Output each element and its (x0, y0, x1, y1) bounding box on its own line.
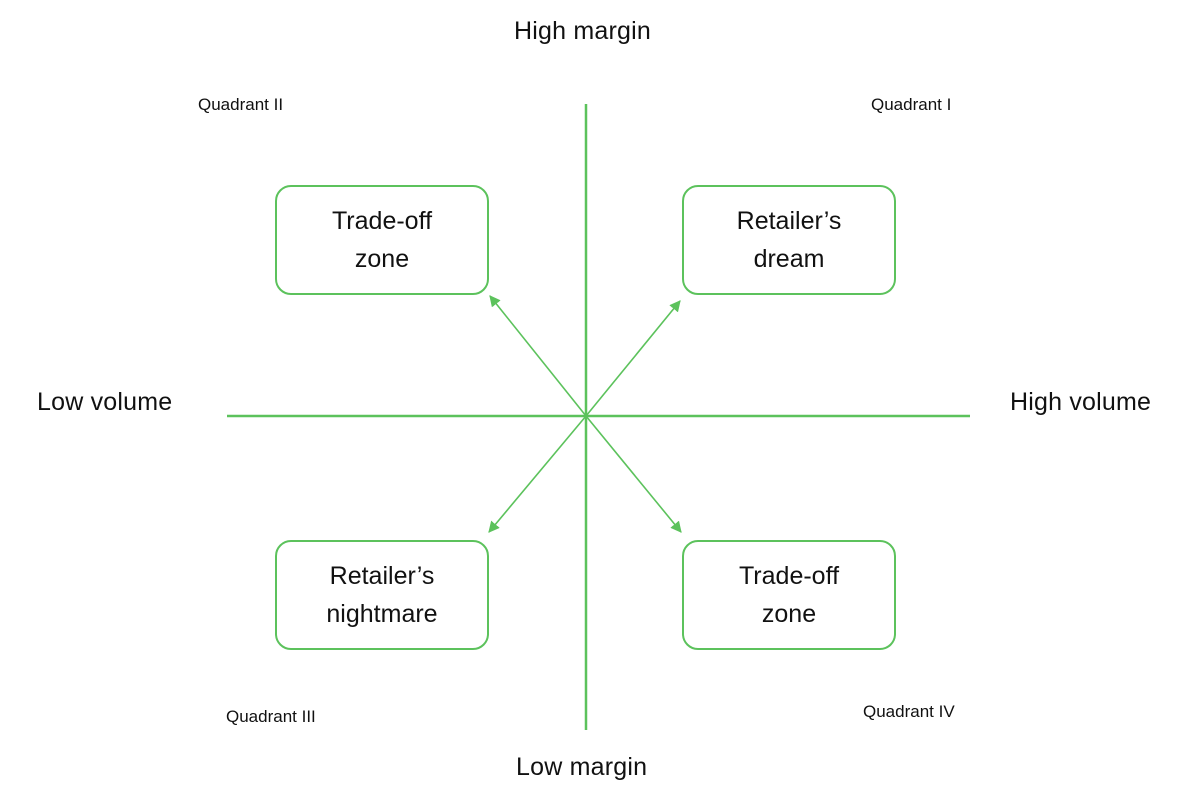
retailers-dream-zone: Retailer’s dream (682, 185, 896, 295)
zone-title: Retailer’s (736, 207, 842, 235)
arrow-to-quadrant-ii (489, 295, 587, 417)
arrow-to-quadrant-i (585, 300, 681, 417)
arrow-to-quadrant-iii (488, 415, 587, 533)
low-margin-label: Low margin (516, 753, 648, 781)
trade-off-zone-quadrant-iv: Trade-off zone (682, 540, 896, 650)
zone-subtitle: zone (354, 245, 410, 273)
low-volume-label: Low volume (37, 388, 173, 416)
zone-title: Retailer’s (329, 562, 435, 590)
zone-title: Trade-off (738, 562, 840, 590)
quadrant-i-label: Quadrant I (871, 95, 952, 114)
retailers-nightmare-zone: Retailer’s nightmare (275, 540, 489, 650)
zone-subtitle: zone (761, 600, 817, 628)
zone-title: Trade-off (331, 207, 433, 235)
zone-subtitle: nightmare (326, 600, 438, 628)
quadrant-iv-label: Quadrant IV (863, 702, 955, 721)
quadrant-ii-label: Quadrant II (198, 95, 284, 114)
zone-subtitle: dream (753, 245, 825, 273)
high-margin-label: High margin (514, 17, 651, 45)
trade-off-zone-quadrant-ii: Trade-off zone (275, 185, 489, 295)
high-volume-label: High volume (1010, 388, 1152, 416)
quadrant-iii-label: Quadrant III (226, 707, 316, 726)
arrow-to-quadrant-iv (585, 415, 682, 533)
